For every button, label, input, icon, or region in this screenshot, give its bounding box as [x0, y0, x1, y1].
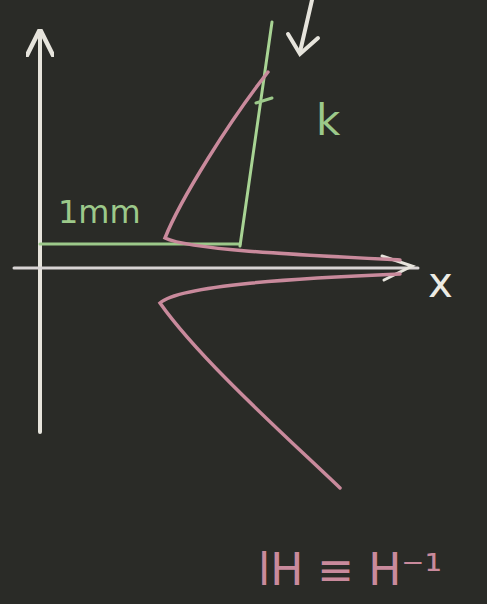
pink-lower-curve: [160, 274, 400, 488]
vertical-axis: [38, 32, 42, 432]
green-tick: [256, 98, 272, 103]
hubble-length-label: lH ≡ H⁻¹: [258, 548, 442, 592]
horizontal-axis: [14, 267, 418, 270]
scale-label: 1mm: [58, 196, 141, 228]
axis-label: x: [428, 262, 453, 304]
green-wavelength-line: [240, 22, 272, 246]
down-arrowhead: [288, 34, 318, 54]
green-level-line: [40, 243, 240, 246]
pink-upper-curve: [165, 72, 400, 260]
wavenumber-label: k: [316, 100, 340, 142]
